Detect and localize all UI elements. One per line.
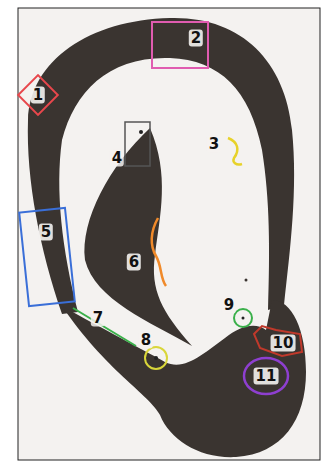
region-marker: [18, 75, 58, 115]
region-marker: [244, 358, 288, 394]
edge-marker: [228, 138, 242, 165]
helix: [28, 18, 294, 314]
point-marker: [145, 347, 167, 369]
callout-number: 7: [91, 310, 105, 327]
region-marker: [152, 22, 208, 68]
callout-number: 11: [254, 368, 279, 385]
callout-number: 5: [39, 224, 53, 241]
callout-number: 10: [271, 335, 296, 352]
pencil-dot: [242, 317, 245, 320]
pencil-dot: [245, 279, 248, 282]
lobule: [62, 300, 306, 457]
pencil-dot: [154, 356, 158, 360]
callout-number: 1: [31, 87, 45, 104]
region-marker: [19, 208, 75, 306]
callout-number: 4: [110, 150, 124, 167]
edge-marker: [73, 308, 136, 346]
pencil-dot: [139, 130, 143, 134]
callout-number: 8: [139, 332, 153, 349]
callout-number: 6: [127, 254, 141, 271]
callout-number: 2: [189, 30, 203, 47]
point-marker: [234, 309, 252, 327]
paper-frame: [18, 8, 320, 460]
region-marker: [125, 122, 150, 166]
callout-number: 9: [222, 297, 236, 314]
region-marker: [254, 326, 302, 356]
callout-number: 3: [207, 136, 221, 153]
antihelix: [84, 128, 192, 346]
edge-marker: [152, 218, 166, 286]
